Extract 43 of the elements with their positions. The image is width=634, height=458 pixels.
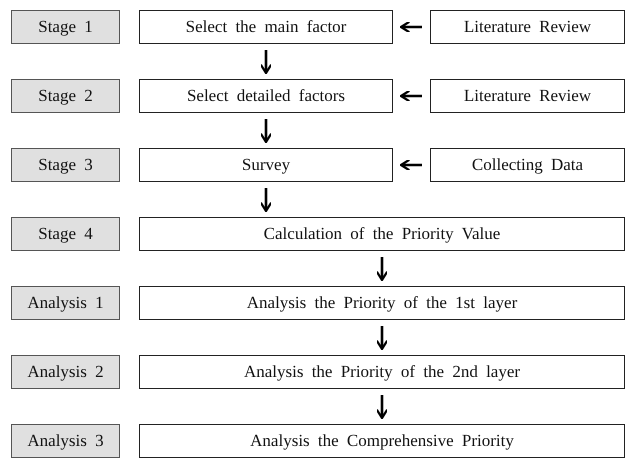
node-text: Literature Review [464, 17, 592, 37]
arrow [376, 257, 388, 282]
stage-label-box [11, 148, 120, 182]
arrow [400, 90, 422, 102]
stage-label-box [11, 10, 120, 44]
stage-label-box [11, 217, 120, 251]
node-text: Survey [242, 155, 290, 175]
process-box [430, 148, 625, 182]
process-box [139, 286, 625, 320]
node-text: Calculation of the Priority Value [264, 224, 500, 244]
node-text: Analysis 2 [27, 362, 104, 382]
node-text: Analysis the Priority of the 1st layer [246, 293, 518, 313]
arrow [260, 119, 272, 144]
process-box [139, 217, 625, 251]
node-text: Analysis 3 [27, 431, 104, 451]
arrow [400, 158, 422, 172]
node-text: Stage 2 [38, 86, 93, 106]
stage-label-box [11, 424, 120, 458]
node-text: Analysis the Comprehensive Priority [250, 431, 514, 451]
process-box [139, 424, 625, 458]
arrow [376, 326, 388, 350]
stage-label-box [11, 79, 120, 113]
node-text: Select detailed factors [186, 86, 346, 106]
process-box [139, 10, 393, 44]
node-text: Stage 4 [38, 224, 93, 244]
process-box [139, 148, 393, 182]
arrow [260, 50, 272, 74]
process-box [139, 79, 393, 113]
stage-label-box [11, 355, 120, 389]
node-text: Collecting Data [472, 155, 584, 175]
node-text: Analysis 1 [27, 293, 104, 313]
node-text: Stage 1 [38, 17, 93, 37]
arrow [400, 20, 422, 34]
process-box [430, 10, 625, 44]
node-text: Literature Review [464, 86, 592, 106]
node-text: Stage 3 [38, 155, 93, 175]
stage-label-box [11, 286, 120, 320]
process-box [139, 355, 625, 389]
arrow [260, 188, 272, 212]
node-text: Select the main factor [186, 17, 346, 37]
arrow [376, 395, 388, 420]
node-text: Analysis the Priority of the 2nd layer [244, 362, 520, 382]
process-box [430, 79, 625, 113]
